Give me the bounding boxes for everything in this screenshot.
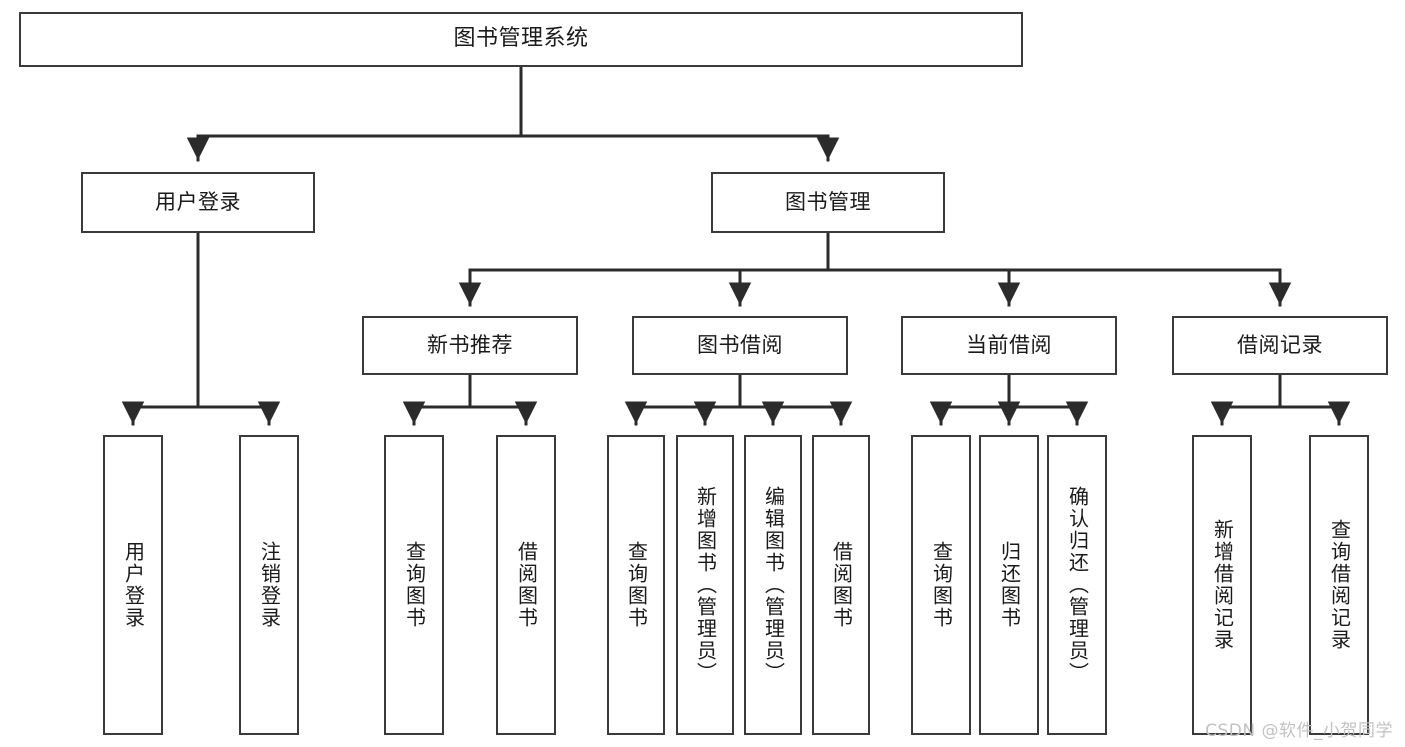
node-current-borrow-label: 当前借阅 <box>966 332 1052 357</box>
leaf-record-query-record[interactable]: 查询借阅记录 <box>1309 435 1369 735</box>
leaf-label: 查询图书 <box>402 541 427 629</box>
leaf-current-confirm-return-admin[interactable]: 确认归还（管理员） <box>1047 435 1107 735</box>
leaf-borrow-add-book-admin[interactable]: 新增图书（管理员） <box>676 435 734 735</box>
node-root-system[interactable]: 图书管理系统 <box>19 12 1023 67</box>
leaf-label: 确认归还（管理员） <box>1065 486 1090 684</box>
leaf-label: 新增图书（管理员） <box>693 486 718 684</box>
node-book-borrow-label: 图书借阅 <box>697 332 783 357</box>
leaf-label: 查询借阅记录 <box>1327 519 1352 651</box>
leaf-label: 用户登录 <box>121 541 146 629</box>
node-borrow-record[interactable]: 借阅记录 <box>1172 316 1388 375</box>
leaf-recommend-query-book[interactable]: 查询图书 <box>384 435 444 735</box>
node-book-management[interactable]: 图书管理 <box>711 172 945 233</box>
node-new-book-recommend[interactable]: 新书推荐 <box>362 316 578 375</box>
leaf-borrow-borrow-book[interactable]: 借阅图书 <box>812 435 870 735</box>
leaf-label: 借阅图书 <box>829 541 854 629</box>
leaf-user-login-logout[interactable]: 注销登录 <box>239 435 299 735</box>
leaf-label: 借阅图书 <box>514 541 539 629</box>
leaf-borrow-edit-book-admin[interactable]: 编辑图书（管理员） <box>744 435 802 735</box>
node-root-label: 图书管理系统 <box>453 26 589 52</box>
node-borrow-record-label: 借阅记录 <box>1237 332 1323 357</box>
node-user-login[interactable]: 用户登录 <box>81 172 315 233</box>
leaf-label: 查询图书 <box>624 541 649 629</box>
leaf-label: 新增借阅记录 <box>1210 519 1235 651</box>
leaf-label: 查询图书 <box>929 541 954 629</box>
leaf-record-add-record[interactable]: 新增借阅记录 <box>1192 435 1252 735</box>
leaf-borrow-query-book[interactable]: 查询图书 <box>607 435 665 735</box>
leaf-user-login-login[interactable]: 用户登录 <box>103 435 163 735</box>
node-new-book-recommend-label: 新书推荐 <box>427 332 513 357</box>
leaf-current-return-book[interactable]: 归还图书 <box>979 435 1039 735</box>
node-current-borrow[interactable]: 当前借阅 <box>901 316 1117 375</box>
leaf-label: 归还图书 <box>997 541 1022 629</box>
node-user-login-label: 用户登录 <box>155 189 241 214</box>
node-book-borrow[interactable]: 图书借阅 <box>632 316 848 375</box>
node-book-management-label: 图书管理 <box>785 189 871 214</box>
csdn-watermark: CSDN @软件_小贺同学 <box>1205 721 1393 741</box>
leaf-current-query-book[interactable]: 查询图书 <box>911 435 971 735</box>
leaf-label: 注销登录 <box>257 541 282 629</box>
leaf-label: 编辑图书（管理员） <box>761 486 786 684</box>
leaf-recommend-borrow-book[interactable]: 借阅图书 <box>496 435 556 735</box>
